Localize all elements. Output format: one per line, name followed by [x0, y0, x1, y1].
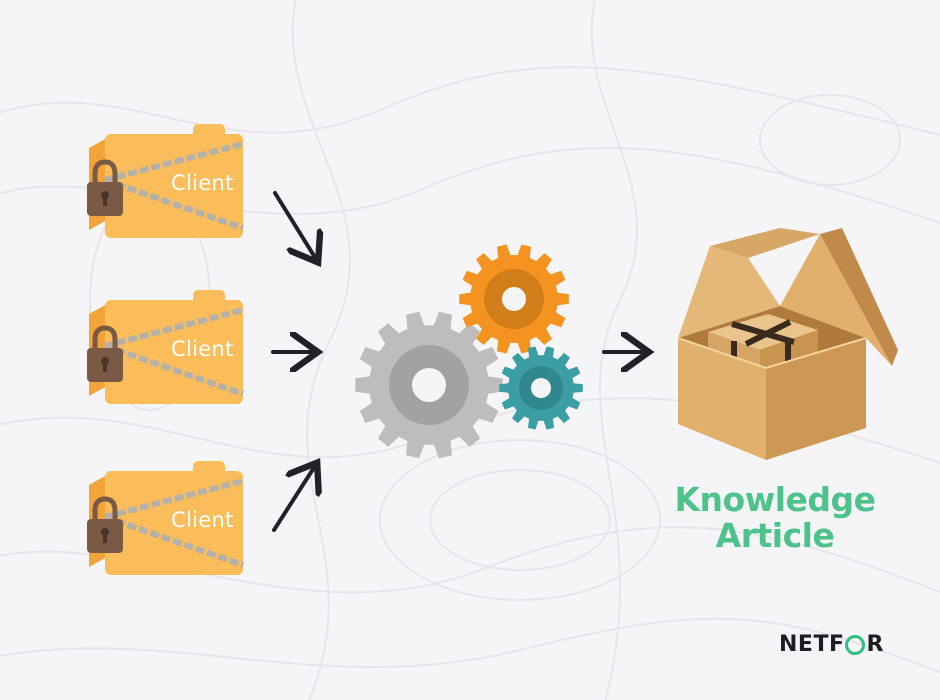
locked-folder-icon	[87, 124, 244, 238]
netfor-logo: NETF R	[779, 632, 884, 657]
logo-o-ring-icon	[845, 634, 866, 655]
knowledge-article-title: Knowledge Article	[650, 482, 900, 554]
gear-icon	[459, 244, 569, 354]
title-line-2: Article	[715, 516, 835, 555]
locked-client-folder-2: Client	[85, 290, 255, 420]
folder-label: Client	[171, 508, 234, 532]
folder-label: Client	[171, 171, 234, 195]
gear-icon	[355, 311, 503, 459]
gear-icon	[499, 346, 583, 430]
locked-client-folder-3: Client	[85, 461, 255, 591]
logo-text-end: R	[866, 632, 884, 657]
folder-label: Client	[171, 337, 234, 361]
arrow-icon	[273, 191, 316, 259]
arrow-icon	[272, 466, 315, 532]
locked-folder-icon	[87, 290, 244, 404]
locked-client-folder-1: Client	[85, 124, 255, 254]
locked-folder-icon	[87, 461, 244, 575]
logo-text-start: NETF	[779, 632, 845, 657]
title-line-1: Knowledge	[674, 480, 876, 519]
open-box-icon	[677, 228, 898, 460]
